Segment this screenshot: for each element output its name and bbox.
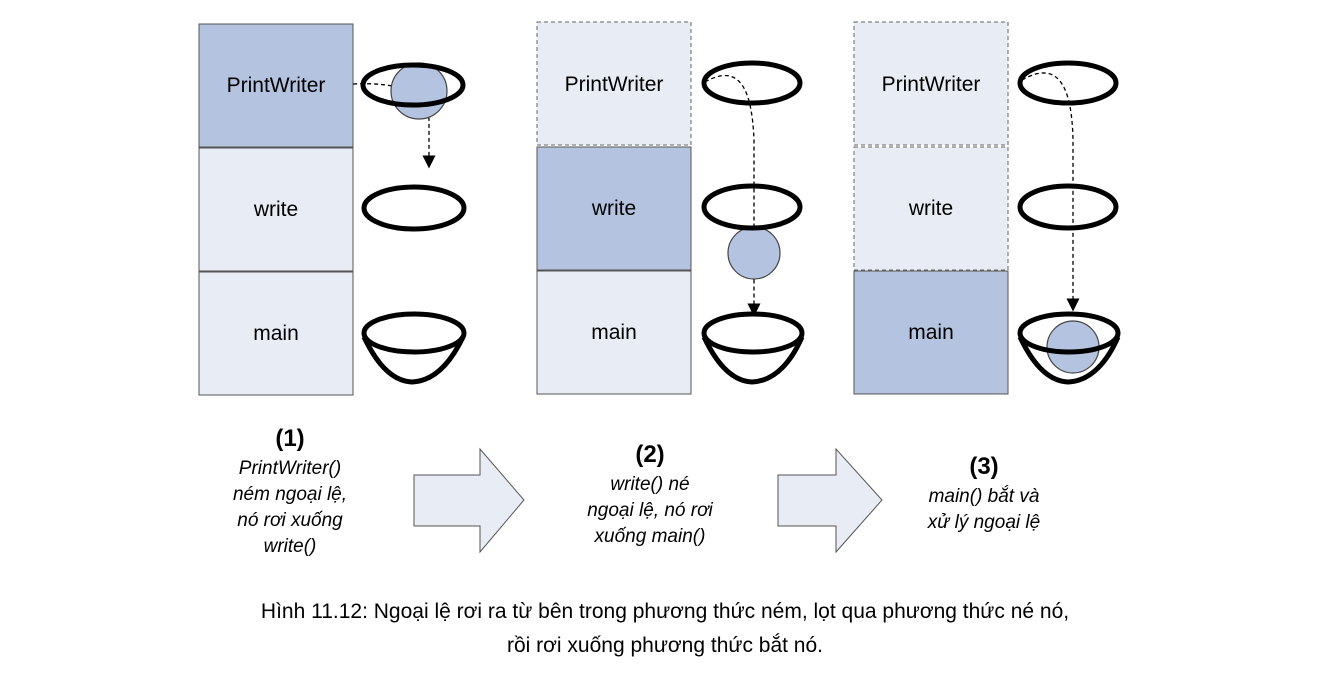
ring-icon	[701, 60, 803, 106]
step-description-line: PrintWriter()	[239, 458, 341, 479]
panel-3: PrintWriter write main	[853, 21, 1121, 395]
panel-2: PrintWriter write main	[536, 21, 805, 395]
figure-caption-line-2: rồi rơi xuống phương thức bắt nó.	[507, 634, 823, 657]
exception-ball-icon	[727, 226, 781, 280]
exception-ball-icon	[390, 62, 448, 120]
figure-caption-line-1: Hình 11.12: Ngoại lệ rơi ra từ bên trong…	[261, 600, 1069, 623]
catching-net-icon	[701, 311, 805, 385]
drop-path	[704, 75, 761, 317]
step-description-line: xuống main()	[594, 526, 706, 547]
frame-label: PrintWriter	[882, 73, 981, 96]
step-number: (1)	[275, 425, 304, 452]
frame-label: write	[591, 197, 636, 220]
frame-label: main	[253, 322, 299, 345]
step-3-label: (3) main() bắt và xử lý ngoại lệ	[927, 453, 1040, 533]
step-description-line: ném ngoại lệ,	[233, 484, 347, 505]
frame-write	[198, 147, 354, 272]
drop-path	[1021, 72, 1080, 312]
call-stack-1: PrintWriter write main	[198, 23, 354, 396]
ring-icon	[1017, 60, 1119, 106]
catching-net-icon	[1017, 311, 1121, 385]
catching-net-icon	[361, 311, 467, 385]
frame-printwriter	[853, 21, 1009, 146]
frame-label: main	[591, 321, 637, 344]
frame-label: write	[908, 197, 953, 220]
next-step-arrow-icon	[413, 447, 525, 554]
step-description-line: write() né	[610, 474, 689, 495]
frame-label: main	[908, 321, 954, 344]
call-stack-3: PrintWriter write main	[853, 21, 1009, 395]
ring-icon	[361, 184, 467, 232]
frame-main	[198, 271, 354, 396]
step-description-line: ngoại lệ, nó rơi	[587, 500, 713, 521]
frame-write-active	[536, 146, 692, 271]
step-description-line: xử lý ngoại lệ	[927, 512, 1040, 533]
frame-main	[536, 270, 692, 395]
ring-icon	[360, 62, 466, 108]
step-2-label: (2) write() né ngoại lệ, nó rơi xuống ma…	[587, 441, 713, 547]
ring-icon	[1017, 183, 1119, 231]
ring-icon	[701, 183, 803, 231]
exception-ball-icon	[1046, 320, 1100, 374]
step-number: (3)	[969, 453, 998, 480]
frame-label: write	[253, 198, 298, 221]
step-description-line: nó rơi xuống	[237, 510, 343, 531]
next-step-arrow-icon	[777, 447, 883, 554]
step-description-line: main() bắt và	[929, 486, 1040, 507]
frame-label: PrintWriter	[227, 74, 326, 97]
step-description-line: write()	[264, 536, 317, 557]
frame-printwriter-active	[198, 23, 354, 148]
call-stack-2: PrintWriter write main	[536, 21, 692, 395]
frame-label: PrintWriter	[565, 73, 664, 96]
frame-printwriter	[536, 21, 692, 146]
step-number: (2)	[635, 441, 664, 468]
step-1-label: (1) PrintWriter() ném ngoại lệ, nó rơi x…	[233, 425, 347, 557]
panel-1: PrintWriter write main	[198, 23, 467, 396]
frame-main-active	[853, 270, 1009, 395]
frame-write	[853, 146, 1009, 271]
